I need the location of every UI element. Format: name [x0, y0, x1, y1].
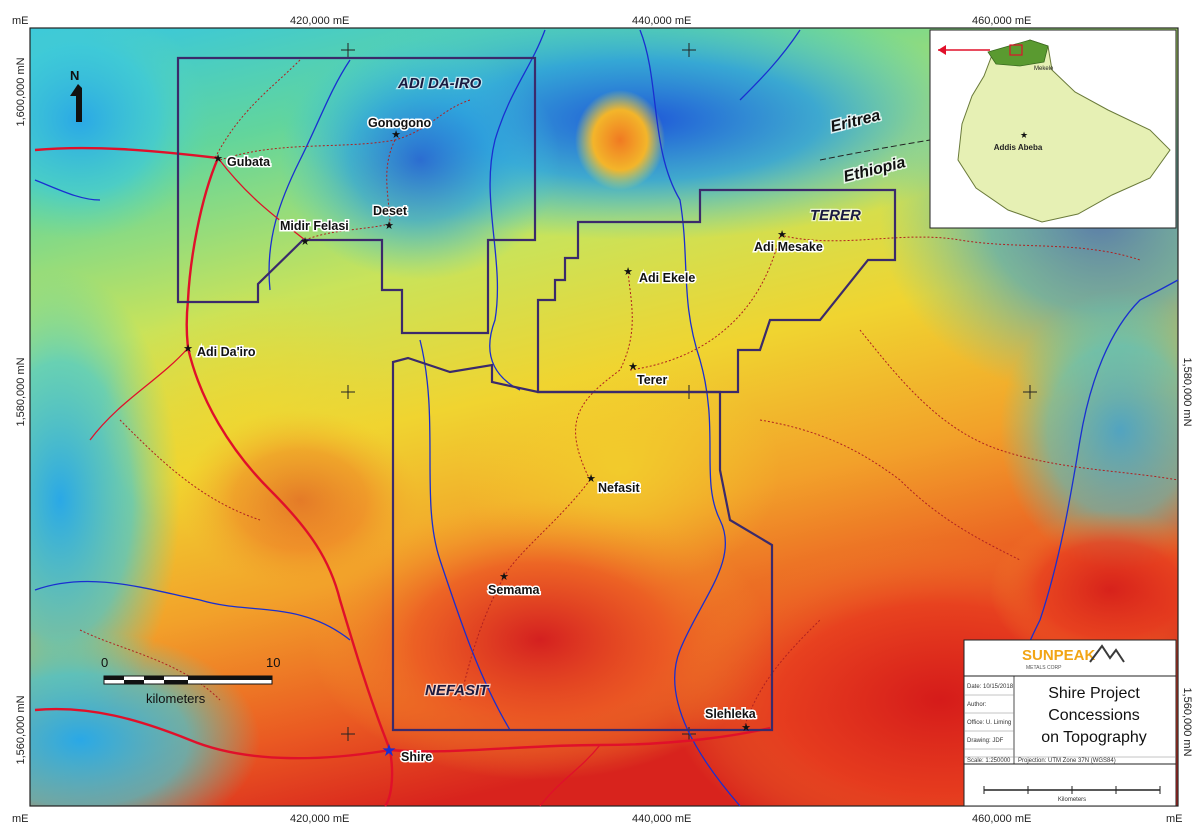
place-label: Deset — [373, 204, 408, 218]
title-line-2: Concessions — [1048, 707, 1140, 724]
coord-corner-bl: mE — [12, 813, 29, 825]
star-icon: ★ — [300, 236, 310, 248]
meta-projection: Projection: UTM Zone 37N (WGS84) — [1018, 758, 1116, 764]
star-icon: ★ — [628, 361, 638, 373]
meta-office: Office: U. Liming — [967, 720, 1011, 726]
coord-top-440: 440,000 mE — [632, 15, 691, 27]
scale-ten: 10 — [266, 655, 280, 670]
place-shire: ★ Shire — [381, 741, 433, 766]
scale-unit: kilometers — [146, 691, 206, 706]
project-area — [987, 39, 1049, 67]
star-icon: ★ — [384, 220, 394, 232]
place-gonogono: ★ Gonogono — [367, 115, 434, 142]
company-logo: SUNPEAK — [1022, 647, 1096, 664]
coordinates: mE 420,000 mE 440,000 mE 460,000 mE mE 4… — [12, 15, 1193, 825]
coord-top-460: 460,000 mE — [972, 15, 1031, 27]
title-scale-unit: Kilometers — [1058, 797, 1086, 803]
coord-corner-tl: mE — [12, 15, 29, 27]
international-border — [819, 139, 931, 161]
inset-capital-label: Addis Abeba — [994, 143, 1043, 152]
place-midir-felasi: ★ Midir Felasi — [279, 218, 351, 249]
star-icon: ★ — [741, 722, 751, 734]
place-label: Gubata — [227, 155, 271, 169]
nefasit-boundary — [391, 356, 774, 732]
north-label: N — [70, 68, 79, 83]
place-adi-daiero: ★ Adi Da'iro — [183, 343, 257, 361]
coord-left-1600: 1,600,000 mN — [15, 57, 27, 126]
place-slehleka: ★ Slehleka — [704, 706, 759, 735]
star-icon: ★ — [183, 343, 193, 355]
star-icon: ★ — [777, 229, 787, 241]
coord-left-1580: 1,580,000 mN — [15, 357, 27, 426]
meta-author: Author: — [967, 702, 987, 708]
scale-bar: 0 10 kilometers — [101, 655, 280, 706]
project-highlight — [1009, 44, 1023, 56]
coord-left-1560: 1,560,000 mN — [15, 695, 27, 764]
place-label: Shire — [401, 750, 432, 764]
star-icon: ★ — [213, 153, 223, 165]
place-label: Slehleka — [705, 707, 757, 721]
coord-right-1580: 1,580,000 mN — [1181, 357, 1193, 426]
mountain-logo-icon — [1089, 644, 1125, 663]
star-icon: ★ — [586, 473, 596, 485]
location-inset: ★ Addis Abeba Mekele — [929, 29, 1177, 229]
tracks — [79, 59, 1179, 726]
place-terer: ★ Terer — [628, 361, 669, 389]
scale-zero: 0 — [101, 655, 108, 670]
meta-scale: Scale: 1:250000 — [967, 758, 1011, 764]
star-icon: ★ — [623, 266, 633, 278]
map-frame — [29, 27, 1179, 807]
place-label: Terer — [637, 373, 667, 387]
inset-city-label: Mekele — [1034, 66, 1054, 72]
coord-right-1560: 1,560,000 mN — [1181, 687, 1193, 756]
company-sub: METALS CORP — [1026, 665, 1062, 671]
place-label: Semama — [488, 583, 540, 597]
place-label: Adi Ekele — [639, 271, 695, 285]
coord-bottom-420: 420,000 mE — [290, 813, 349, 825]
title-scale-bar: Kilometers — [983, 786, 1161, 803]
adi-da-iro-boundary — [176, 56, 537, 335]
title-line-3: on Topography — [1041, 729, 1147, 746]
ethiopia-outline — [957, 39, 1171, 223]
rivers — [34, 29, 1179, 807]
star-icon: ★ — [499, 571, 509, 583]
secondary-roads — [89, 157, 601, 807]
inset-arrow-icon — [938, 45, 946, 55]
settlements: ★ Gonogono ★ Gubata ★ Deset ★ Midir Fela… — [183, 115, 825, 766]
place-label: Adi Da'iro — [197, 345, 256, 359]
coord-corner-br: mE — [1166, 813, 1183, 825]
terer-boundary — [536, 188, 897, 394]
star-icon: ★ — [381, 741, 396, 760]
place-label: Adi Mesake — [754, 240, 823, 254]
place-deset: ★ Deset — [372, 203, 410, 233]
coord-bottom-460: 460,000 mE — [972, 813, 1031, 825]
coord-top-420: 420,000 mE — [290, 15, 349, 27]
place-gubata: ★ Gubata — [213, 153, 273, 171]
concession-boundaries — [176, 56, 897, 732]
capital-star-icon: ★ — [1020, 130, 1028, 140]
grid-crosses — [341, 43, 1037, 741]
concession-label-adi-da-iro: ADI DA-IRO — [397, 75, 482, 92]
place-semama: ★ Semama — [487, 571, 542, 599]
title-line-1: Shire Project — [1048, 685, 1140, 702]
place-adi-mesake: ★ Adi Mesake — [753, 229, 825, 256]
place-adi-ekele: ★ Adi Ekele — [623, 266, 697, 287]
meta-date: Date: 10/15/2018 — [967, 684, 1014, 690]
coord-bottom-440: 440,000 mE — [632, 813, 691, 825]
place-nefasit: ★ Nefasit — [586, 473, 642, 497]
north-arrow: N — [70, 68, 82, 122]
north-arrow-icon — [70, 84, 82, 122]
place-label: Midir Felasi — [280, 219, 349, 233]
concession-label-terer: TERER — [810, 207, 861, 224]
star-icon: ★ — [391, 129, 401, 141]
concession-label-nefasit: NEFASIT — [425, 682, 490, 699]
meta-drawing: Drawing: JDF — [967, 738, 1004, 744]
place-label: Nefasit — [598, 481, 641, 495]
title-block: SUNPEAK METALS CORP Shire Project Conces… — [963, 639, 1177, 807]
place-label: Gonogono — [368, 116, 432, 130]
